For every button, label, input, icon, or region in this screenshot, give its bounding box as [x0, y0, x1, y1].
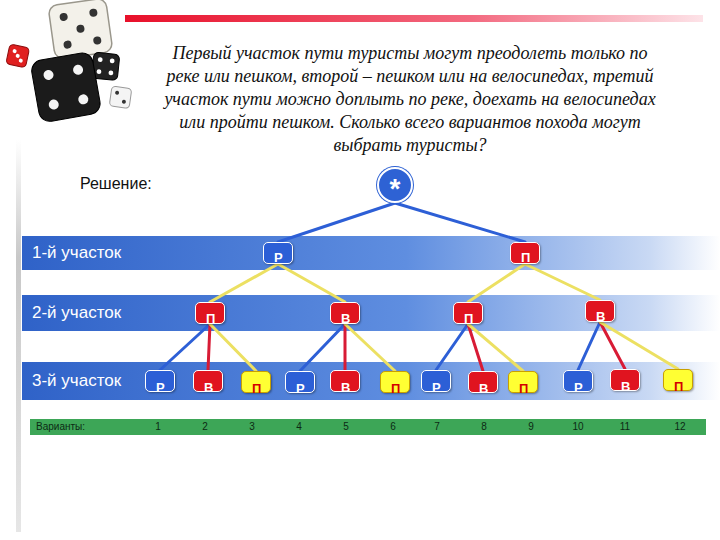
choice-box: В — [610, 369, 640, 391]
root-circle: * — [377, 167, 413, 203]
choice-box: Р — [421, 370, 451, 392]
choice-letter: Р — [432, 380, 441, 396]
choice-box: П — [241, 371, 271, 393]
tree-branch — [468, 264, 525, 302]
variant-number: 1 — [155, 421, 161, 433]
tree-branch — [436, 324, 468, 370]
tree-branch — [345, 324, 395, 371]
header-bar — [125, 15, 703, 22]
choice-letter: П — [252, 381, 261, 397]
variants-caption: Варианты: — [36, 421, 85, 433]
band-label: 3-й участок — [32, 371, 121, 391]
band-label: 2-й участок — [32, 303, 121, 323]
tree-branch — [208, 324, 210, 370]
choice-box: П — [508, 371, 538, 393]
choice-letter: П — [391, 381, 400, 397]
tree-branch — [160, 324, 210, 370]
choice-box: В — [468, 371, 498, 393]
stage-band: 1-й участок Р П — [22, 236, 700, 270]
choice-box: Р — [563, 370, 593, 392]
choice-box: В — [330, 302, 360, 324]
variant-number: 3 — [249, 421, 255, 433]
problem-text: Первый участок пути туристы могут преодо… — [155, 42, 665, 157]
choice-box: П — [380, 371, 410, 393]
variant-number: 9 — [528, 421, 534, 433]
band-label: 1-й участок — [32, 243, 121, 263]
dice-illustration — [6, 0, 132, 123]
tree-branch — [210, 264, 278, 302]
variant-number: 10 — [572, 421, 583, 433]
band-fill — [22, 295, 720, 331]
choice-letter: В — [479, 381, 488, 397]
choice-letter: В — [204, 380, 213, 396]
variant-number: 12 — [674, 421, 685, 433]
variant-number: 11 — [620, 421, 630, 433]
choice-box: Р — [263, 242, 293, 264]
choice-letter: Р — [156, 380, 165, 396]
choice-box: Р — [145, 370, 175, 392]
choice-letter: П — [521, 250, 530, 266]
tree-branch — [578, 322, 600, 370]
tree-branch — [600, 322, 678, 369]
tree-branch — [210, 324, 256, 371]
choice-letter: Р — [574, 380, 583, 396]
choice-box: П — [663, 369, 693, 391]
stage-band: 3-й участокРВПРВПРВПРВП — [22, 362, 700, 400]
variant-number: 7 — [434, 421, 440, 433]
choice-letter: Р — [274, 250, 283, 266]
tree-branch — [344, 324, 347, 370]
tree-branch — [468, 324, 523, 371]
choice-box: П — [195, 302, 225, 324]
tree-branch — [278, 264, 345, 302]
choice-letter: В — [621, 379, 630, 395]
variants-bar-fill — [30, 419, 706, 435]
side-rule — [16, 140, 21, 532]
tree-branch — [395, 203, 525, 242]
tree-branch — [525, 264, 600, 300]
solution-label: Решение: — [80, 175, 152, 193]
variant-number: 8 — [481, 421, 487, 433]
choice-letter: П — [674, 379, 683, 395]
variant-number: 5 — [343, 421, 349, 433]
choice-letter: В — [341, 380, 350, 396]
band-fill — [22, 236, 720, 270]
choice-box: В — [193, 370, 223, 392]
choice-box: В — [330, 370, 360, 392]
choice-letter: * — [379, 175, 411, 203]
tree-branch — [278, 203, 395, 242]
stage-band: 2-й участок П В П В — [22, 295, 700, 331]
choice-letter: В — [596, 309, 605, 325]
choice-letter: П — [206, 311, 215, 327]
variants-bar: Варианты:123456789101112 — [30, 419, 706, 435]
choice-box: П — [453, 302, 483, 324]
choice-letter: П — [519, 381, 528, 397]
choice-letter: Р — [296, 381, 305, 397]
variant-number: 4 — [296, 421, 302, 433]
variant-number: 2 — [202, 421, 208, 433]
choice-box: П — [510, 242, 540, 264]
tree-branch — [300, 324, 345, 371]
band-fill — [22, 362, 720, 400]
choice-box: В — [585, 300, 615, 322]
choice-letter: В — [341, 311, 350, 327]
variant-number: 6 — [390, 421, 396, 433]
choice-letter: П — [464, 311, 473, 327]
choice-box: Р — [285, 371, 315, 393]
